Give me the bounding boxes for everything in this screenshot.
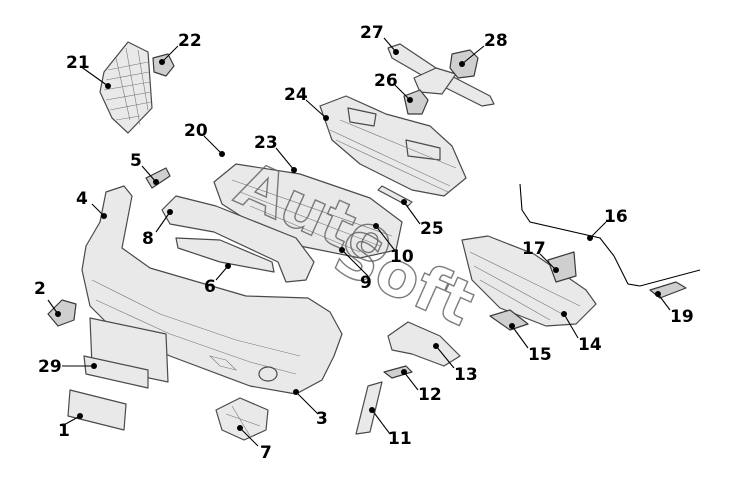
part-22-clip [152,53,175,77]
part-12-clip [383,365,413,379]
callout-11: 11 [388,429,412,449]
callout-12: 12 [418,385,442,405]
callout-21: 21 [66,53,90,73]
part-5-bracket [145,167,171,189]
callout-10: 10 [390,247,414,267]
part-17-mount [547,251,577,283]
part-6-bumper-insert [175,237,275,273]
part-8-bumper-absorber [161,195,315,283]
callout-25: 25 [420,219,444,239]
watermark-soft: Soft [324,215,485,340]
part-19-clip [649,281,687,299]
part-16-wiring [519,183,701,287]
part-13-fog-cover [387,321,461,367]
part-21-headlamp-reflector [99,41,153,134]
callout-5: 5 [130,151,142,171]
callout-24: 24 [284,85,308,105]
callout-2: 2 [34,279,46,299]
callout-3: 3 [316,409,328,429]
callout-23: 23 [254,133,278,153]
callout-15: 15 [528,345,552,365]
callout-13: 13 [454,365,478,385]
leader-lines [47,37,671,447]
callout-19: 19 [670,307,694,327]
part-26-emblem-badge [403,89,429,115]
part-24-upper-grille [319,95,467,197]
part-29-license-bracket [83,317,169,389]
callout-26: 26 [374,71,398,91]
callout-17: 17 [522,239,546,259]
callout-28: 28 [484,31,508,51]
callout-22: 22 [178,31,202,51]
callout-29: 29 [38,357,62,377]
callout-4: 4 [76,189,88,209]
callout-8: 8 [142,229,154,249]
callout-27: 27 [360,23,384,43]
part-2-clip [47,299,77,327]
part-14-lower-grille [461,235,597,327]
callout-6: 6 [204,277,216,297]
callout-numbers: 1 2 3 4 5 6 7 8 9 10 11 12 13 14 15 16 1… [34,23,694,463]
callout-9: 9 [360,273,372,293]
part-1-plate [67,389,127,431]
part-27-grille-molding [387,43,495,107]
callout-20: 20 [184,121,208,141]
part-11-side-bracket [355,381,383,435]
part-15-bracket [489,309,529,331]
callout-1: 1 [58,421,70,441]
part-7-lower-bracket [215,397,269,441]
callout-7: 7 [260,443,272,463]
callout-16: 16 [604,207,628,227]
callout-14: 14 [578,335,602,355]
